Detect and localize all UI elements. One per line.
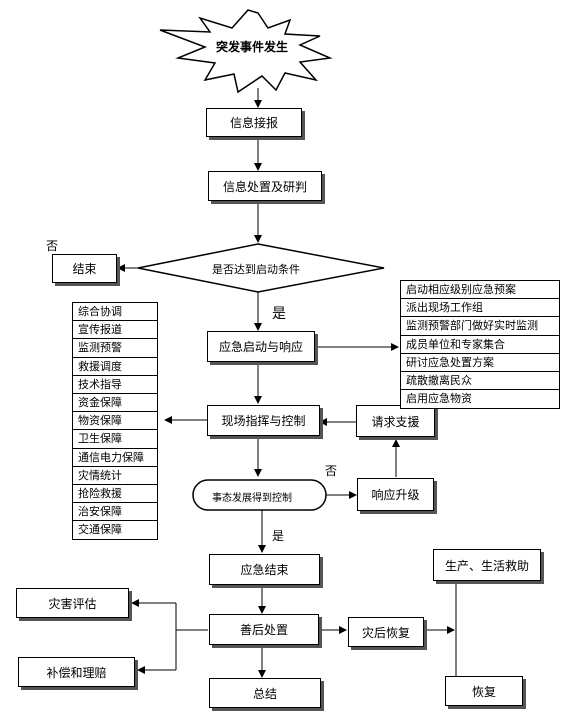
list-item: 通信电力保障: [73, 449, 157, 467]
report-box: 信息接报: [206, 108, 302, 137]
list-item: 物资保障: [73, 412, 157, 431]
recovery-box: 恢复: [445, 676, 523, 706]
list-item: 研讨应急处置方案: [401, 354, 559, 372]
start-label: 突发事件发生: [216, 40, 289, 54]
aftercare-box: 善后处置: [209, 614, 319, 645]
yes-label-condition: 是: [272, 306, 286, 322]
list-item: 监测预警部门做好实时监测: [401, 317, 559, 336]
end-early-box: 结束: [52, 254, 117, 283]
list-item: 启用应急物资: [406, 392, 472, 406]
command-box: 现场指挥与控制: [207, 405, 320, 436]
control-label: 事态发展得到控制: [212, 493, 292, 504]
list-item: 卫生保障: [73, 430, 157, 449]
list-item: 宣传报道: [73, 321, 157, 340]
recovery-post-box: 灾后恢复: [348, 617, 424, 647]
list-item: 交通保障: [78, 523, 122, 537]
list-item: 救援调度: [73, 358, 157, 376]
judge-box: 信息处置及研判: [208, 171, 322, 201]
summary-box: 总结: [209, 678, 321, 708]
upgrade-box: 响应升级: [357, 478, 434, 511]
yes-label-control: 是: [272, 529, 285, 543]
list-item: 治安保障: [73, 503, 157, 522]
start-burst: [159, 9, 333, 94]
finish-box: 应急结束: [209, 554, 320, 585]
list-item: 启动相应级别应急预案: [401, 281, 559, 300]
assess-box: 灾害评估: [16, 588, 129, 618]
request-box: 请求支援: [356, 405, 435, 437]
list-item: 资金保障: [73, 394, 157, 413]
launch-box: 应急启动与响应: [207, 331, 315, 362]
relief-box: 生产、生活救助: [433, 549, 541, 581]
no-label-control: 否: [325, 464, 338, 478]
list-item: 派出现场工作组: [401, 299, 559, 318]
list-item: 综合协调: [73, 303, 157, 322]
condition-label: 是否达到启动条件: [212, 263, 300, 276]
compensate-box: 补偿和理赔: [18, 657, 135, 687]
list-item: 技术指导: [73, 376, 157, 394]
list-item: 成员单位和专家集合: [401, 336, 559, 354]
list-item: 抢险救援: [73, 485, 157, 504]
list-item: 监测预警: [73, 339, 157, 358]
list-item: 灾情统计: [73, 467, 157, 485]
no-label-condition: 否: [46, 239, 59, 253]
support-groups-list: 综合协调 宣传报道 监测预警 救援调度 技术指导 资金保障 物资保障 卫生保障 …: [72, 302, 158, 541]
response-actions-list: 启动相应级别应急预案 派出现场工作组 监测预警部门做好实时监测 成员单位和专家集…: [400, 280, 560, 410]
list-item: 疏散撤离民众: [401, 372, 559, 391]
